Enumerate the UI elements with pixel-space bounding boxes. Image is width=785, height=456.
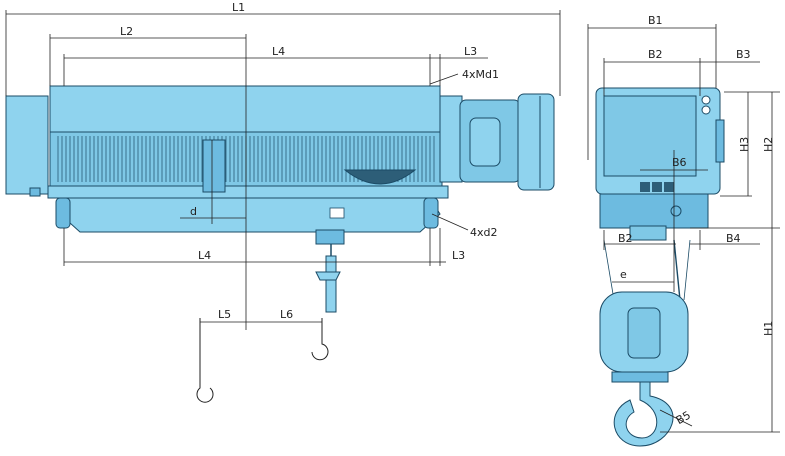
frame-beam: [47, 185, 449, 199]
wheel-right: [423, 197, 439, 229]
hook-position-left: [196, 318, 214, 403]
wheel-left: [55, 197, 71, 229]
label-L5: L5: [218, 308, 231, 321]
label-d: d: [190, 205, 197, 218]
brake-housing: [517, 93, 555, 191]
label-L4-bottom: L4: [198, 249, 211, 262]
label-B4: B4: [726, 232, 741, 245]
label-4xMd1: 4xMd1: [462, 68, 499, 81]
drum-housing-top: [49, 85, 441, 135]
label-B2-top: B2: [648, 48, 663, 61]
label-B5: B5: [674, 409, 693, 428]
label-L6: L6: [280, 308, 293, 321]
hook-position-right: [311, 318, 329, 361]
label-B2-bottom: B2: [618, 232, 633, 245]
trolley-girder: [59, 197, 441, 233]
label-B3: B3: [736, 48, 751, 61]
dimension-lines: [5, 10, 780, 433]
dimension-labels: L1 L2 L4 L3 4xMd1 d 4xd2 L4 L3 L5 L6 B1 …: [120, 1, 775, 427]
label-L1: L1: [232, 1, 245, 14]
label-L2: L2: [120, 25, 133, 38]
end-gearbox: [5, 95, 49, 195]
label-e: e: [620, 268, 627, 281]
label-B6: B6: [672, 156, 687, 169]
label-L3-top: L3: [464, 45, 477, 58]
label-4xd2: 4xd2: [470, 226, 498, 239]
label-L3-bottom: L3: [452, 249, 465, 262]
label-L4-top: L4: [272, 45, 285, 58]
label-H3: H3: [738, 137, 751, 152]
side-view: [5, 85, 555, 313]
label-B1: B1: [648, 14, 663, 27]
label-H1: H1: [762, 321, 775, 336]
end-view: [595, 87, 725, 447]
label-H2: H2: [762, 137, 775, 152]
hook: [613, 381, 674, 447]
drum-grooves: [57, 136, 435, 182]
end-view-trolley: [599, 193, 709, 229]
hook-positions: [196, 318, 329, 403]
